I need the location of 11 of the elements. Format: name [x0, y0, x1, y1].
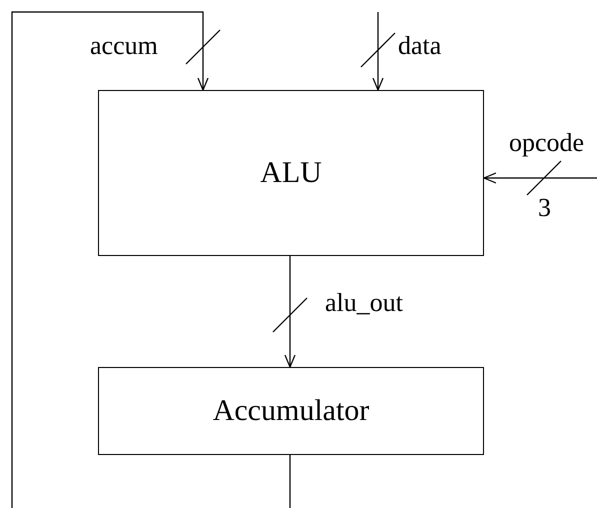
- arrow: [284, 256, 296, 368]
- arrow: [11, 11, 209, 508]
- connector-line: [289, 455, 291, 508]
- arrow: [483, 172, 597, 184]
- arrow: [372, 12, 384, 91]
- block-box: [98, 90, 484, 256]
- block-label: ALU: [260, 156, 322, 190]
- block-box: [98, 367, 484, 455]
- block-label: Accumulator: [212, 394, 370, 428]
- edge-label: opcode: [509, 130, 584, 156]
- edge-label: alu_out: [325, 290, 403, 316]
